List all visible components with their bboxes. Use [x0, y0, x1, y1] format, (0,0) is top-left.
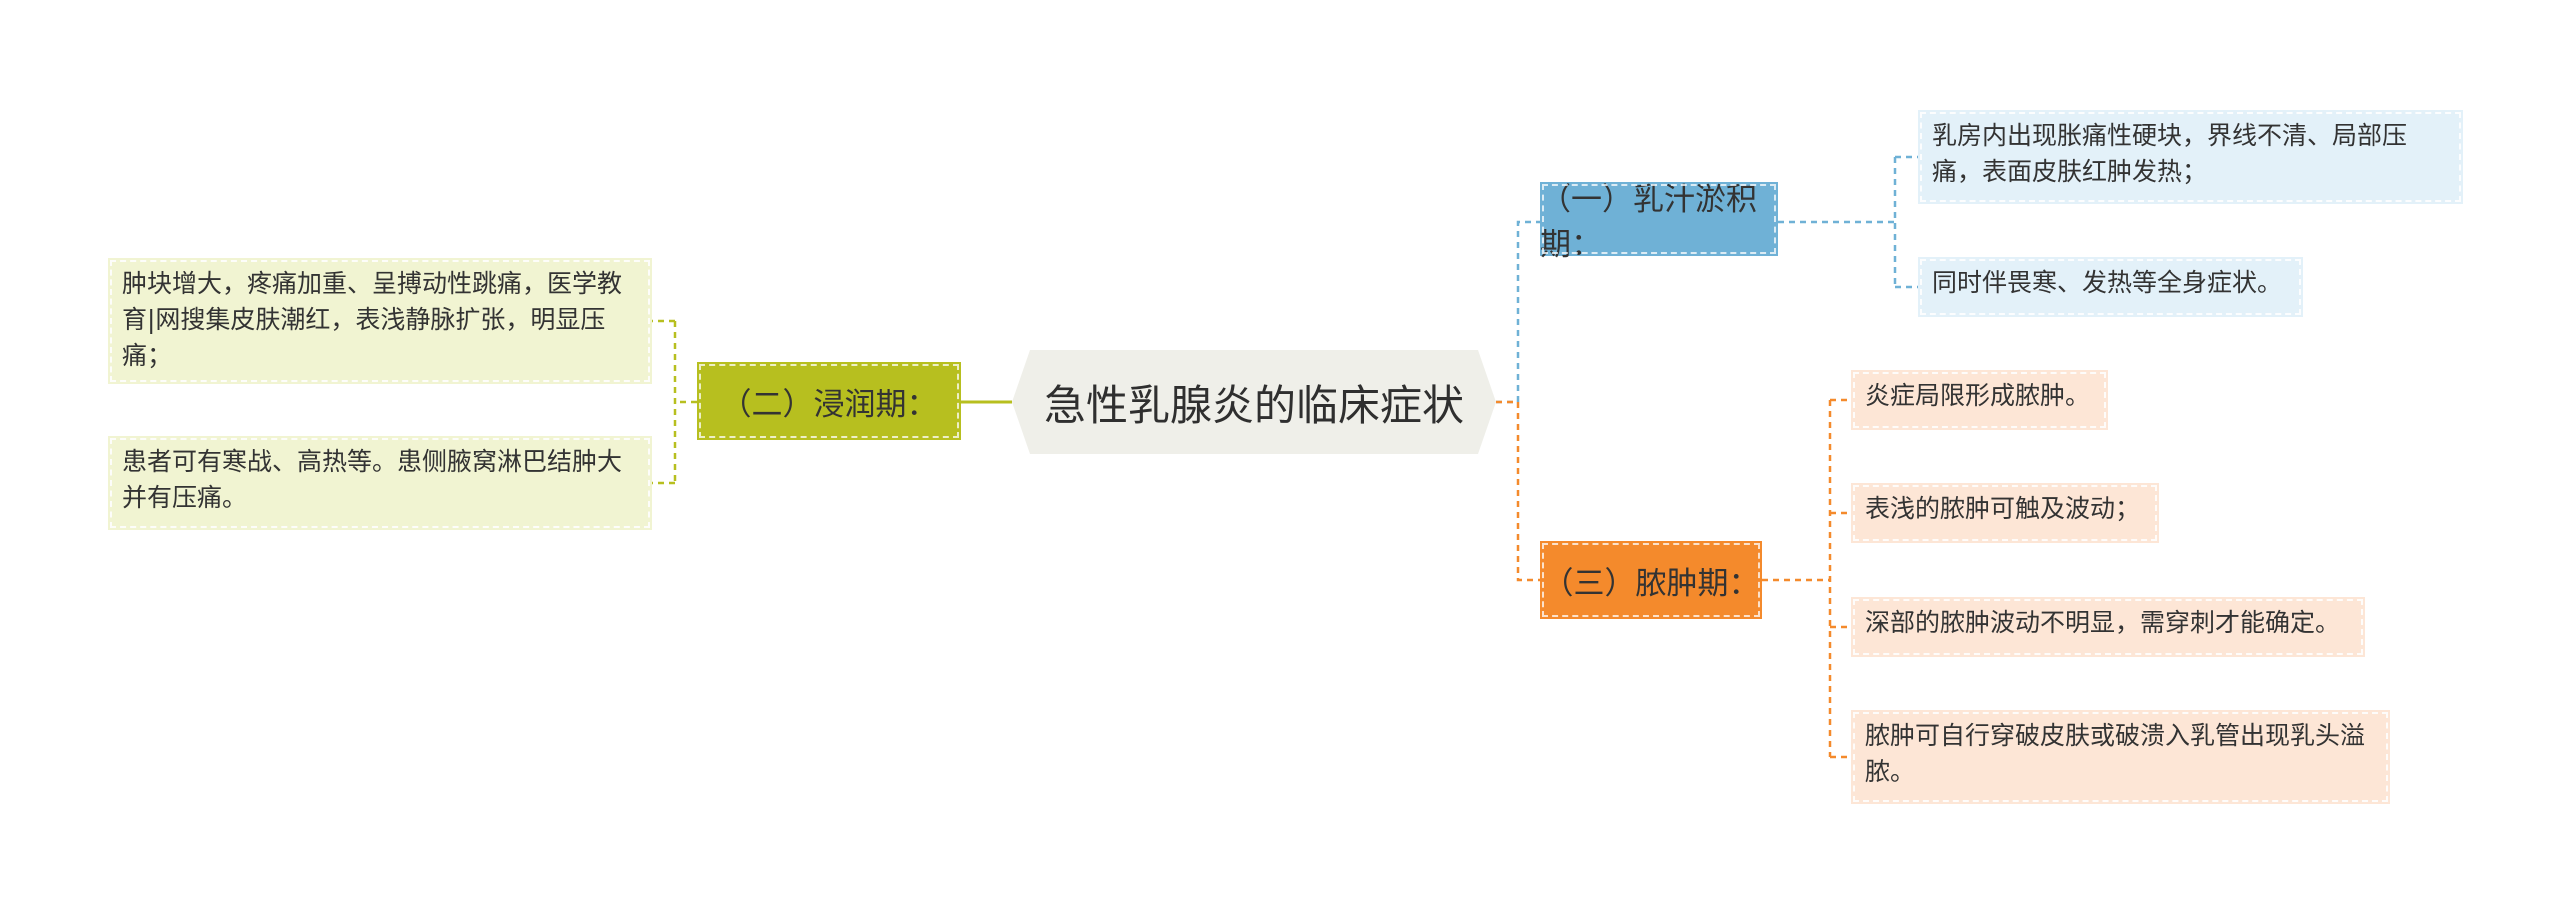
leaf-stasis-hard-lump[interactable]: 乳房内出现胀痛性硬块，界线不清、局部压痛，表面皮肤红肿发热； [1918, 110, 2463, 204]
leaf-abscess-rupture[interactable]: 脓肿可自行穿破皮肤或破溃入乳管出现乳头溢脓。 [1851, 710, 2390, 804]
leaf-abscess-superficial[interactable]: 表浅的脓肿可触及波动； [1851, 483, 2159, 543]
leaf-abscess-deep[interactable]: 深部的脓肿波动不明显，需穿刺才能确定。 [1851, 597, 2365, 657]
leaf-stasis-systemic-symptoms[interactable]: 同时伴畏寒、发热等全身症状。 [1918, 257, 2303, 317]
branch-stasis-stage[interactable]: （一）乳汁淤积期： [1540, 182, 1778, 263]
leaf-infiltration-chills-fever[interactable]: 患者可有寒战、高热等。患侧腋窝淋巴结肿大并有压痛。 [108, 436, 652, 530]
leaf-infiltration-lump-enlarges[interactable]: 肿块增大，疼痛加重、呈搏动性跳痛，医学教育|网搜集皮肤潮红，表浅静脉扩张，明显压… [108, 258, 652, 384]
leaf-abscess-forms[interactable]: 炎症局限形成脓肿。 [1851, 370, 2108, 430]
branch-infiltration-stage[interactable]: （二）浸润期： [697, 362, 961, 440]
connector-root-to-stasis [1496, 220, 1540, 404]
connector-root-to-abscess [1496, 400, 1540, 582]
branch-abscess-stage[interactable]: （三）脓肿期： [1540, 541, 1762, 619]
central-topic[interactable]: 急性乳腺炎的临床症状 [1012, 350, 1496, 454]
